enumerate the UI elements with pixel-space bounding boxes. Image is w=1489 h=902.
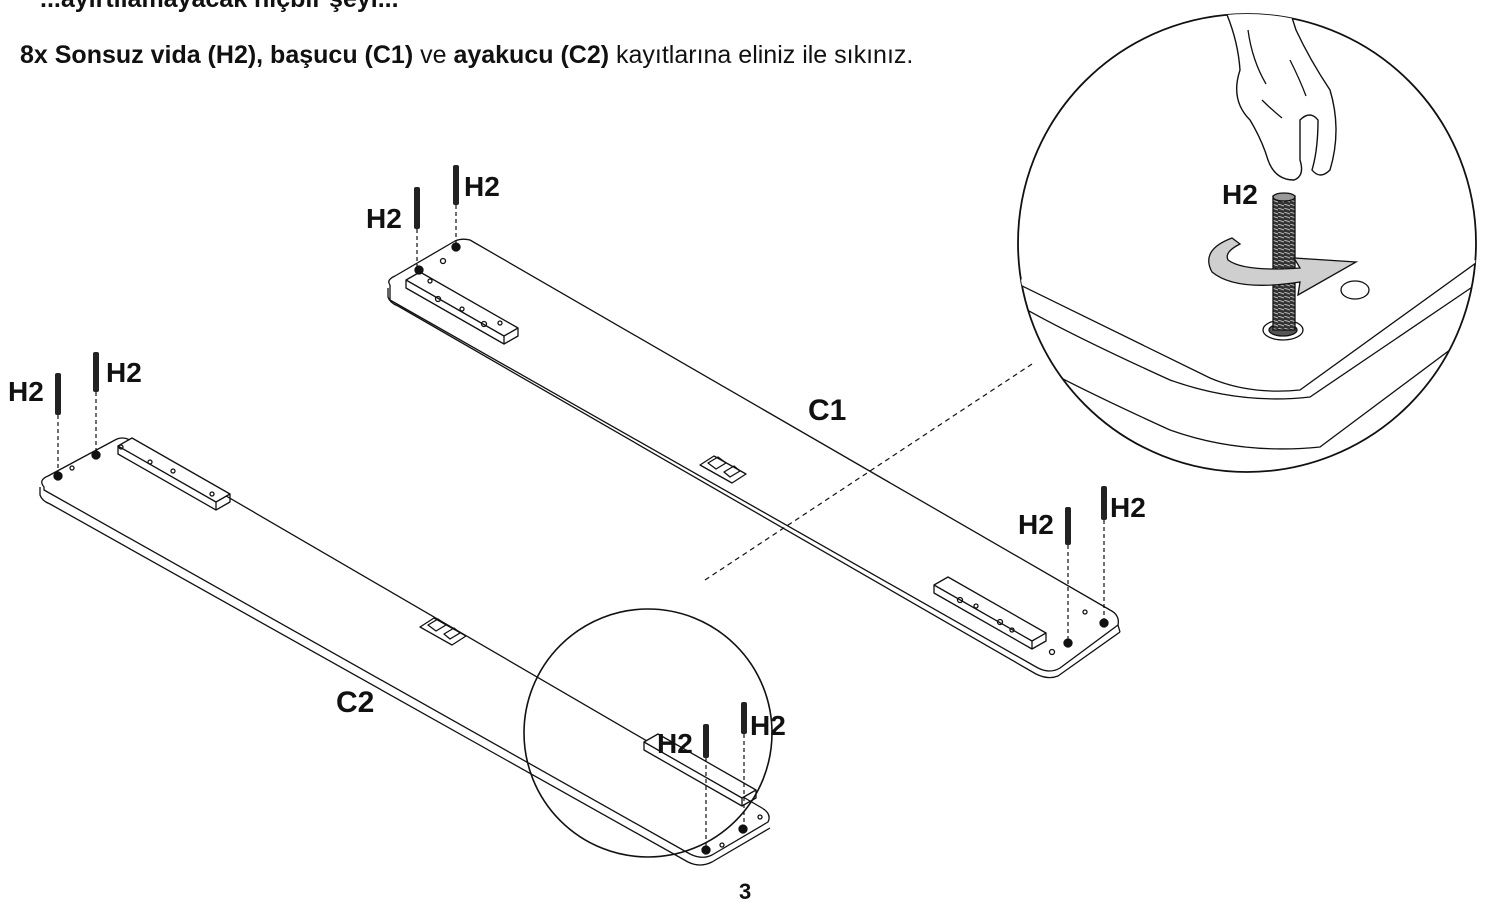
screw-label-c1-head-left: H2 <box>366 203 402 234</box>
zoom-detail: H2 <box>1017 13 1477 473</box>
rail-c1 <box>387 238 1121 679</box>
instruction-text: 8x Sonsuz vida (H2), başucu (C1) ve ayak… <box>20 40 913 70</box>
instruction-part-screws: 8x Sonsuz vida (H2), başucu (C1) <box>20 41 414 69</box>
screw-label-c2-head-right: H2 <box>106 357 142 388</box>
screw-label-c1-foot-right: H2 <box>1110 492 1146 523</box>
rail-c1-center-bracket <box>699 455 747 484</box>
rail-c2 <box>39 437 771 866</box>
labels: H2 H2 H2 H2 H2 H2 H2 H2 C1 C2 3 <box>8 171 1146 902</box>
rail-c2-center-bracket <box>419 617 467 646</box>
page-number: 3 <box>739 879 751 902</box>
screw-label-c1-head-right: H2 <box>464 171 500 202</box>
instruction-part-and: ve <box>413 41 454 69</box>
screw-label-c2-foot-right: H2 <box>750 710 786 741</box>
screws-and-guides <box>55 165 1107 846</box>
rail-c2-cleat-right <box>643 733 757 807</box>
screw-label-c1-foot-left: H2 <box>1018 509 1054 540</box>
instruction-part-tighten: kayıtlarına eliniz ile sıkınız. <box>609 41 914 69</box>
rail-c2-label: C2 <box>336 686 374 719</box>
rail-c2-cleat-left <box>117 437 231 511</box>
zoom-screw-label: H2 <box>1222 179 1258 210</box>
instruction-part-footboard: ayakucu (C2) <box>453 41 610 69</box>
zoom-leader-line <box>704 363 1033 581</box>
screw-label-c2-foot-left: H2 <box>657 728 693 759</box>
rail-c1-label: C1 <box>808 394 846 427</box>
cut-off-header-line: ...ayırtılamayacak hiçbir şeyi... <box>40 0 399 14</box>
rail-c1-cleat-left <box>405 271 519 345</box>
screw-label-c2-head-left: H2 <box>8 376 44 407</box>
detail-circle-c2 <box>523 608 773 858</box>
rail-c1-cleat-right <box>933 576 1047 650</box>
